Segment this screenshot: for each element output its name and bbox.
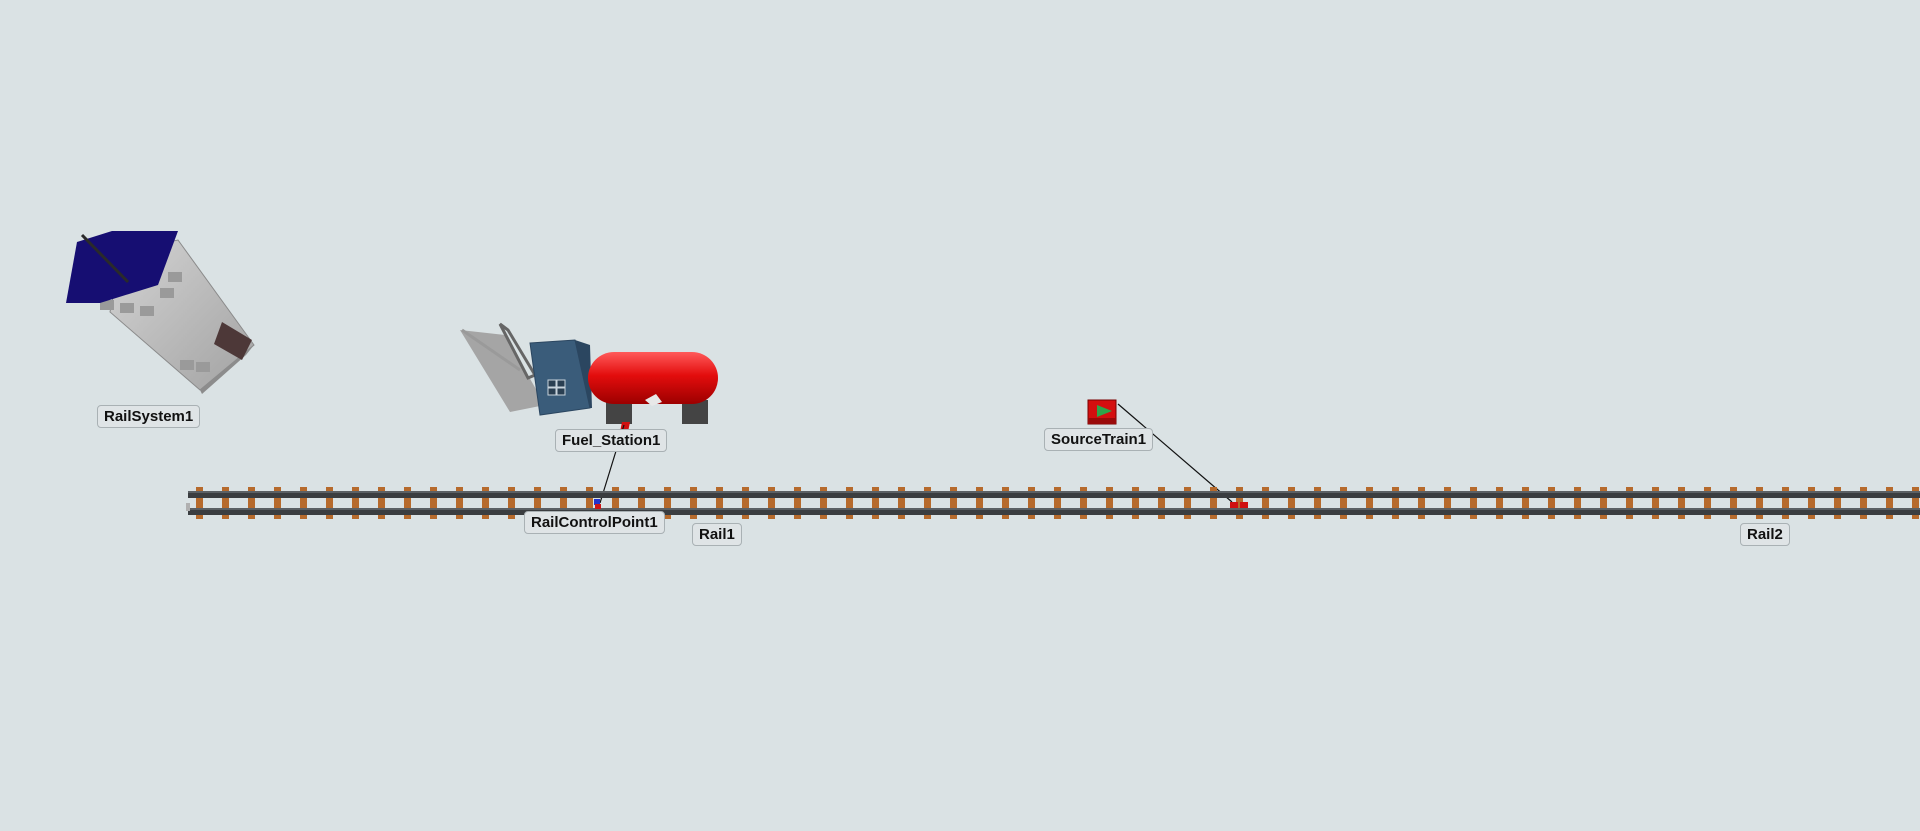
rail-tie <box>326 487 333 519</box>
rail-tie <box>1418 487 1425 519</box>
rail-tie <box>1704 487 1711 519</box>
rail-tie <box>872 487 879 519</box>
rail-tie <box>534 487 541 519</box>
rail-tie <box>820 487 827 519</box>
rail-tie <box>976 487 983 519</box>
rail-tie <box>196 487 203 519</box>
rail1-label[interactable]: Rail1 <box>692 523 742 546</box>
rail-tie <box>950 487 957 519</box>
rail-tie <box>1158 487 1165 519</box>
rail-tie <box>1730 487 1737 519</box>
rail-control-point-marker[interactable] <box>594 499 601 509</box>
rail-tie <box>560 487 567 519</box>
rail-tie <box>924 487 931 519</box>
rail-tie <box>612 487 619 519</box>
rail-tie <box>378 487 385 519</box>
rail-tie <box>1886 487 1893 519</box>
train-exit-marker[interactable] <box>1230 502 1248 508</box>
rail-tie <box>586 487 593 519</box>
rail-tie <box>1652 487 1659 519</box>
rail-tie <box>1574 487 1581 519</box>
rail-tie <box>508 487 515 519</box>
fuel-station-label[interactable]: Fuel_Station1 <box>555 429 668 452</box>
rail-tie <box>274 487 281 519</box>
rail-tie <box>1834 487 1841 519</box>
rail-tie <box>1106 487 1113 519</box>
rail-control-point-label[interactable]: RailControlPoint1 <box>524 511 665 534</box>
rail-tie <box>846 487 853 519</box>
rail-tie <box>742 487 749 519</box>
rail-tie <box>1678 487 1685 519</box>
rail-tie <box>1054 487 1061 519</box>
rail-tie <box>482 487 489 519</box>
rail-tie <box>1366 487 1373 519</box>
rail-tie <box>1210 487 1217 519</box>
rail-tie <box>794 487 801 519</box>
source-train-model[interactable] <box>1087 399 1117 425</box>
rail-tie <box>1132 487 1139 519</box>
rail-tie <box>1002 487 1009 519</box>
rail-tie <box>1340 487 1347 519</box>
rail-tie <box>352 487 359 519</box>
connection-line <box>1117 403 1233 503</box>
rail-tie <box>1782 487 1789 519</box>
rail-tie <box>1912 487 1919 519</box>
rail-tie <box>898 487 905 519</box>
rail-tie <box>1236 487 1243 519</box>
rail-tie <box>690 487 697 519</box>
rail-tie <box>248 487 255 519</box>
rail-tie <box>1626 487 1633 519</box>
rail-tie <box>1756 487 1763 519</box>
rail-track[interactable] <box>186 487 1920 519</box>
rail-tie <box>222 487 229 519</box>
rail-system-label[interactable]: RailSystem1 <box>97 405 201 428</box>
rail-tie <box>664 487 671 519</box>
rail-tie <box>1808 487 1815 519</box>
rail-tie <box>1028 487 1035 519</box>
rail-tie <box>404 487 411 519</box>
rail-tie <box>1548 487 1555 519</box>
rail-system-model[interactable] <box>66 231 255 394</box>
rail-tie <box>1184 487 1191 519</box>
rail-tie <box>1314 487 1321 519</box>
rail-tie <box>456 487 463 519</box>
rail-tie <box>638 487 645 519</box>
rail-tie <box>1392 487 1399 519</box>
rail-tie <box>300 487 307 519</box>
rail-tie <box>1444 487 1451 519</box>
rail-tie <box>1522 487 1529 519</box>
rail-tie <box>1470 487 1477 519</box>
rail-tie <box>1860 487 1867 519</box>
rail-tie <box>430 487 437 519</box>
source-train-label[interactable]: SourceTrain1 <box>1044 428 1154 451</box>
rail-tie <box>1496 487 1503 519</box>
rail-tie <box>716 487 723 519</box>
rail2-label[interactable]: Rail2 <box>1740 523 1790 546</box>
rail-tie <box>1600 487 1607 519</box>
rail-tie <box>1080 487 1087 519</box>
rail-tie <box>1262 487 1269 519</box>
rail-tie <box>1288 487 1295 519</box>
rail-tie <box>768 487 775 519</box>
fuel-station-model[interactable] <box>460 322 718 432</box>
